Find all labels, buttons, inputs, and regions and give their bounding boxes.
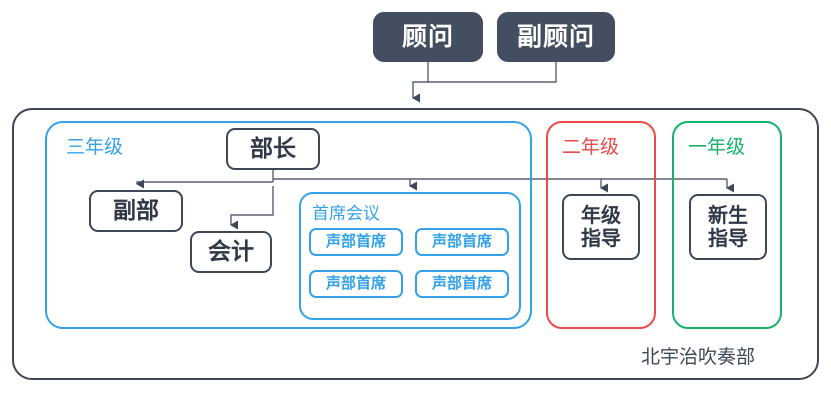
fresh-guide-line2: 指导 — [708, 226, 748, 250]
club-container — [12, 108, 819, 380]
grade-guide-line2: 指导 — [581, 226, 621, 250]
fresh-guide-box[interactable]: 新生 指导 — [689, 194, 767, 260]
bucho-box[interactable]: 部长 — [226, 128, 320, 170]
vice-advisor-box[interactable]: 副顾问 — [497, 12, 615, 62]
grade2-panel — [546, 121, 656, 329]
chief-seat[interactable]: 声部首席 — [415, 228, 509, 256]
chief-seat[interactable]: 声部首席 — [309, 270, 403, 298]
grade1-label: 一年级 — [688, 136, 746, 158]
chief-seat[interactable]: 声部首席 — [415, 270, 509, 298]
chief-meeting-label: 首席会议 — [312, 204, 380, 224]
advisor-box[interactable]: 顾问 — [373, 12, 483, 62]
fresh-guide-line1: 新生 — [708, 203, 748, 227]
club-caption: 北宇治吹奏部 — [641, 346, 756, 368]
chief-seat[interactable]: 声部首席 — [309, 228, 403, 256]
grade3-label: 三年级 — [66, 136, 124, 158]
fukubu-box[interactable]: 副部 — [89, 190, 183, 232]
grade-guide-box[interactable]: 年级 指导 — [562, 194, 640, 260]
grade3-panel — [45, 121, 532, 329]
grade1-panel — [672, 121, 782, 329]
grade2-label: 二年级 — [562, 136, 620, 158]
grade-guide-line1: 年级 — [581, 203, 621, 227]
connector-advisor-main — [412, 62, 429, 103]
kaikei-box[interactable]: 会计 — [190, 231, 272, 273]
chief-meeting-panel — [299, 192, 521, 320]
connector-vice-advisor — [428, 62, 557, 83]
